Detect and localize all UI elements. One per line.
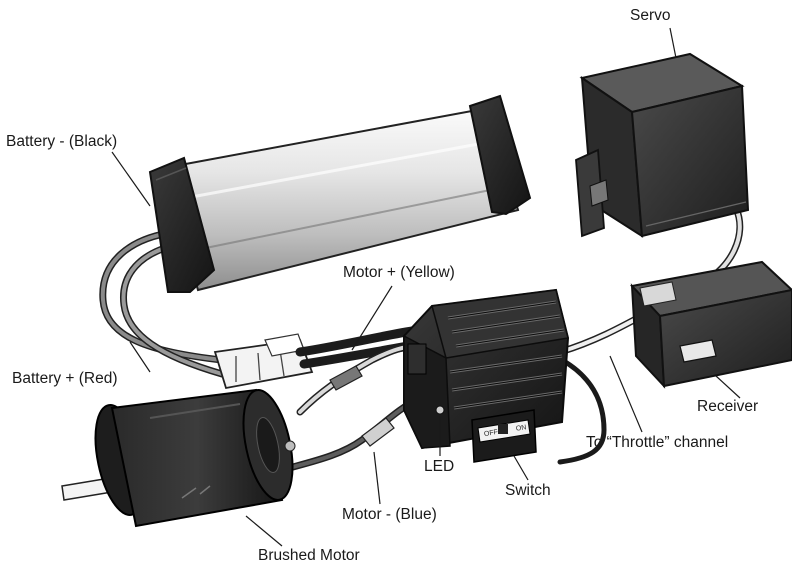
- motor-positive-label: Motor + (Yellow): [343, 264, 455, 281]
- battery-wires: [99, 228, 226, 378]
- receiver-label: Receiver: [697, 398, 759, 415]
- power-switch: [471, 409, 537, 463]
- servo: [575, 52, 750, 238]
- battery-connector: [213, 333, 314, 390]
- brushed-motor: [61, 388, 296, 528]
- battery-positive-label: Battery + (Red): [12, 370, 118, 387]
- battery-negative-label: Battery - (Black): [6, 133, 118, 150]
- led-label: LED: [424, 458, 455, 475]
- throttle-channel-label: To “Throttle” channel: [586, 434, 729, 451]
- receiver: [630, 260, 792, 389]
- esc: [403, 288, 570, 450]
- led-indicator: [435, 405, 445, 415]
- motor-negative-label: Motor - (Blue): [342, 506, 437, 523]
- switch-label: Switch: [505, 482, 551, 499]
- servo-label: Servo: [630, 7, 671, 24]
- battery-pack: [148, 94, 532, 293]
- brushed-motor-label: Brushed Motor: [258, 547, 360, 564]
- motor-negative-wire: [278, 394, 424, 474]
- leader-lines: [111, 27, 741, 547]
